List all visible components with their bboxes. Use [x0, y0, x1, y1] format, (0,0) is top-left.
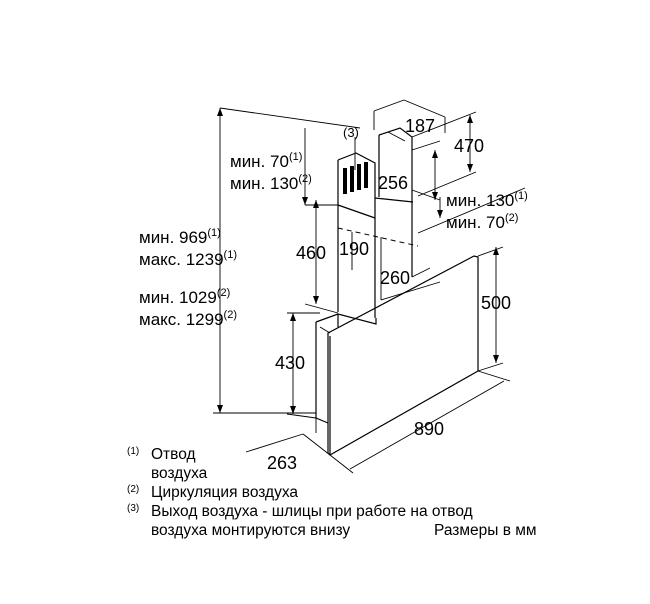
height-label-recirculation: мин. 1029(2) макс. 1299(2): [139, 287, 237, 329]
dim-500: 500: [481, 293, 511, 313]
units-note: Размеры в мм: [434, 522, 537, 539]
dimension-labels: 187 470 256 190 460 260 500 430 890 263 …: [267, 116, 511, 473]
svg-text:мин. 70(2): мин. 70(2): [446, 212, 518, 232]
svg-text:воздуха монтируются внизу: воздуха монтируются внизу: [151, 522, 350, 539]
chimney-right-label: мин. 130(1) мин. 70(2): [446, 190, 528, 232]
svg-text:мин. 1029(2): мин. 1029(2): [139, 287, 230, 307]
svg-text:Циркуляция воздуха: Циркуляция воздуха: [151, 484, 298, 501]
dim-890: 890: [414, 419, 444, 439]
height-label-exhaust: мин. 969(1) макс. 1239(1): [139, 227, 237, 269]
dim-256: 256: [378, 173, 408, 193]
dim-460: 460: [296, 243, 326, 263]
dim-470: 470: [454, 136, 484, 156]
dim-430: 430: [275, 353, 305, 373]
svg-text:Выход воздуха - шлицы при рабо: Выход воздуха - шлицы при работе на отво…: [151, 503, 473, 520]
svg-text:Отвод: Отвод: [151, 446, 196, 463]
svg-text:мин. 70(1): мин. 70(1): [230, 151, 302, 171]
dim-260: 260: [380, 268, 410, 288]
vent-slots: [343, 162, 368, 194]
slot-marker: (3): [343, 125, 359, 140]
svg-text:макс. 1299(2): макс. 1299(2): [139, 309, 237, 329]
arrow-heads: [217, 108, 499, 414]
svg-text:мин. 969(1): мин. 969(1): [139, 227, 221, 247]
svg-text:мин. 130(2): мин. 130(2): [230, 173, 312, 193]
svg-text:воздуха: воздуха: [151, 465, 208, 482]
svg-text:мин. 130(1): мин. 130(1): [446, 190, 528, 210]
svg-text:(1): (1): [127, 446, 139, 457]
dim-190: 190: [339, 239, 369, 259]
svg-text:(3): (3): [127, 503, 139, 514]
svg-text:макс. 1239(1): макс. 1239(1): [139, 249, 237, 269]
chimney-top-label: мин. 70(1) мин. 130(2): [230, 151, 312, 193]
legend: (1) Отвод воздуха (2) Циркуляция воздуха…: [127, 446, 537, 539]
dim-263: 263: [267, 453, 297, 473]
dim-187: 187: [405, 116, 435, 136]
chimney: [337, 127, 419, 318]
svg-text:(2): (2): [127, 484, 139, 495]
